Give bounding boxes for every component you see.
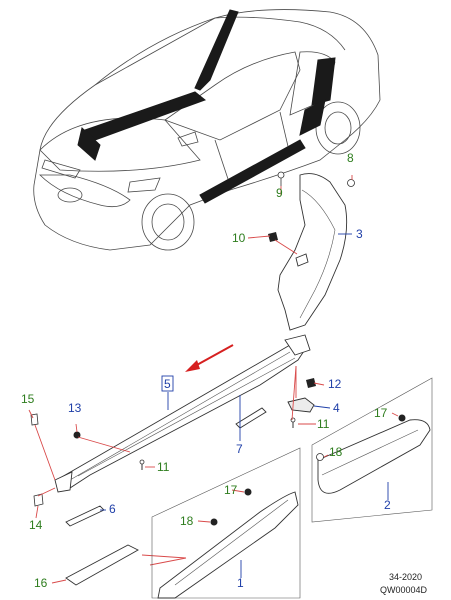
clip-14-icon	[33, 493, 44, 507]
clip-12-icon	[306, 378, 316, 388]
vehicle-illustration	[33, 9, 381, 251]
clip-17b-icon	[244, 488, 252, 496]
callout-5: 5	[164, 377, 171, 391]
callout-12: 12	[328, 377, 342, 391]
callout-18-right: 18	[329, 445, 343, 459]
callout-18-left: 18	[180, 514, 194, 528]
callout-13: 13	[68, 401, 82, 415]
callout-16: 16	[34, 576, 48, 590]
callout-15: 15	[21, 392, 35, 406]
callout-11-upper: 11	[317, 417, 330, 431]
clip-4-icon	[287, 397, 315, 413]
clip-18b-icon	[210, 518, 218, 526]
callout-2: 2	[384, 498, 391, 512]
callout-5-box	[161, 375, 174, 392]
callout-4: 4	[333, 401, 340, 415]
part-3-rear-trim	[277, 173, 348, 331]
callout-3: 3	[356, 227, 363, 241]
direction-arrow	[185, 344, 234, 372]
callout-14: 14	[29, 518, 43, 532]
callout-11-lower: 11	[157, 460, 170, 474]
part-16-strip	[51, 544, 139, 586]
fastener-10-icon	[268, 232, 278, 242]
clip-18a-icon	[316, 453, 324, 461]
footer-year: 34-2020	[389, 572, 422, 582]
callout-9: 9	[276, 186, 283, 200]
footer-code: QW00004D	[380, 585, 428, 595]
inset-box-part-1	[151, 447, 301, 599]
clip-7-icon	[235, 407, 267, 429]
clip-11b-icon	[139, 459, 145, 470]
callout-1: 1	[237, 576, 244, 590]
callout-7: 7	[236, 442, 243, 456]
callout-8: 8	[347, 151, 354, 165]
clip-17a-icon	[398, 414, 406, 422]
callout-6: 6	[109, 502, 116, 516]
clip-6-icon	[65, 505, 105, 527]
part-5-sill-moulding	[54, 334, 311, 493]
leader-lines	[28, 175, 353, 566]
callout-17-right: 17	[374, 406, 388, 420]
callout-17-left: 17	[224, 483, 238, 497]
inset-box-part-2	[311, 377, 433, 523]
fastener-9-icon	[277, 171, 285, 186]
fastener-8-icon	[347, 179, 355, 187]
callout-10: 10	[232, 231, 246, 245]
